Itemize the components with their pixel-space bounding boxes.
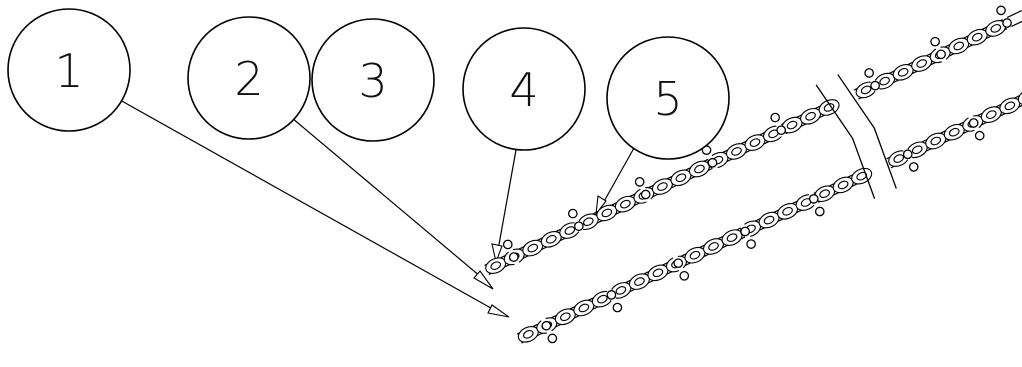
chain-pin-cap — [740, 226, 750, 237]
balloon-1-label: 1 — [54, 44, 83, 98]
chain-pin-cap — [930, 36, 940, 47]
chain-pin-cap — [1002, 18, 1012, 28]
chain-break-mark — [837, 74, 897, 189]
balloon-5: 5 — [606, 36, 730, 160]
chain-pin-cap — [808, 194, 819, 204]
chain-roller-bore — [893, 154, 905, 163]
chain-roller-bore — [578, 303, 590, 313]
chain-roller-bore — [805, 111, 816, 121]
chain-pin-cap — [673, 258, 684, 269]
chain-roller-bore — [911, 145, 923, 155]
chain-roller-bore — [708, 242, 719, 251]
chain-roller-bore — [620, 199, 631, 209]
chain-roller-bore — [948, 127, 960, 137]
chain-roller-bore — [930, 136, 942, 146]
chain-roller-bore — [897, 68, 909, 77]
chain-pin-cap — [573, 221, 584, 232]
chain-pin-cap — [902, 149, 913, 160]
chain-roller-bore — [782, 206, 793, 216]
chain-pin-cap — [974, 130, 985, 141]
chain-pin-cap — [870, 80, 881, 91]
chain-roller-bore — [597, 294, 608, 304]
chain-roller-bore — [823, 103, 835, 112]
chain-pin-cap — [567, 208, 578, 219]
chain-break-mark — [815, 84, 876, 199]
chain-roller-bore — [819, 189, 830, 199]
chain-pin-cap — [502, 239, 513, 250]
chain-roller — [1017, 88, 1022, 106]
chain-roller-bore — [490, 261, 502, 270]
chain-roller-bore — [786, 120, 798, 130]
balloon-3: 3 — [311, 18, 435, 142]
chain-roller-bore — [522, 330, 534, 339]
chain-roller-bore — [986, 110, 997, 119]
chain-pin-cap — [508, 252, 519, 262]
chain-pin-cap — [612, 302, 623, 313]
chain-roller-bore — [726, 233, 738, 242]
chain-roller-bore — [763, 215, 775, 225]
chain-roller-bore — [731, 147, 742, 156]
chain-roller-bore — [657, 182, 668, 191]
chain-roller-bore — [564, 226, 576, 235]
chain-pin-cap — [814, 206, 825, 217]
chain-roller-bore — [990, 24, 1002, 33]
chain-pin-cap — [707, 157, 718, 168]
chain-roller-bore — [615, 286, 627, 295]
chain-pin-cap — [864, 68, 875, 78]
leader-1 — [119, 99, 499, 313]
arrowhead-1 — [487, 304, 510, 318]
balloon-2-label: 2 — [234, 52, 263, 106]
chain-pin-cap — [679, 270, 690, 281]
chain-roller-bore — [1004, 101, 1016, 111]
chain-roller-bore — [749, 138, 761, 147]
balloon-4: 4 — [462, 27, 586, 151]
leader-5 — [601, 147, 635, 206]
chain-roller-bore — [971, 32, 983, 42]
chain-pin-cap — [968, 118, 979, 128]
balloon-2: 2 — [187, 16, 311, 140]
chain-pin-cap — [996, 5, 1006, 16]
chain-roller-bore — [560, 312, 571, 322]
chain-roller-bore — [689, 250, 701, 260]
leader-2 — [291, 117, 488, 283]
arrowhead-4 — [491, 243, 503, 264]
balloon-4-label: 4 — [509, 63, 538, 117]
chain-pin-cap — [908, 162, 919, 172]
chain-roller-bore — [916, 59, 927, 68]
chain-roller-bore — [675, 173, 687, 183]
chain-roller-bore — [694, 164, 705, 174]
roller-chain — [484, 5, 1022, 344]
chain-pin-cap — [640, 189, 651, 200]
chain-pin-cap — [936, 49, 946, 60]
chain-roller-bore — [583, 217, 594, 227]
chain-pin-cap — [547, 333, 558, 344]
chain-pin-cap — [606, 290, 617, 300]
leader-4 — [497, 149, 517, 251]
balloon-1: 1 — [7, 8, 131, 132]
arrowhead-5 — [595, 195, 607, 216]
chain-roller-bore — [601, 208, 613, 218]
chain-roller-bore — [837, 180, 849, 190]
balloon-5-label: 5 — [653, 72, 682, 126]
chain-pin-cap — [634, 177, 645, 187]
chain-pin-cap — [541, 320, 552, 331]
chain-roller-bore — [879, 76, 890, 86]
chain-roller-bore — [527, 243, 539, 253]
chain-roller-bore — [860, 85, 872, 95]
chain-pin-cap — [770, 112, 781, 123]
balloon-3-label: 3 — [358, 54, 387, 108]
leader-lines — [119, 99, 635, 318]
chain-pin-cap — [776, 125, 787, 136]
chain-roller-bore — [953, 41, 965, 51]
chain-roller-bore — [545, 235, 557, 244]
chain-roller-bore — [634, 277, 645, 286]
chain-pin-cap — [746, 239, 756, 249]
arrowhead-2 — [473, 270, 494, 290]
chain-roller-bore — [652, 268, 664, 278]
